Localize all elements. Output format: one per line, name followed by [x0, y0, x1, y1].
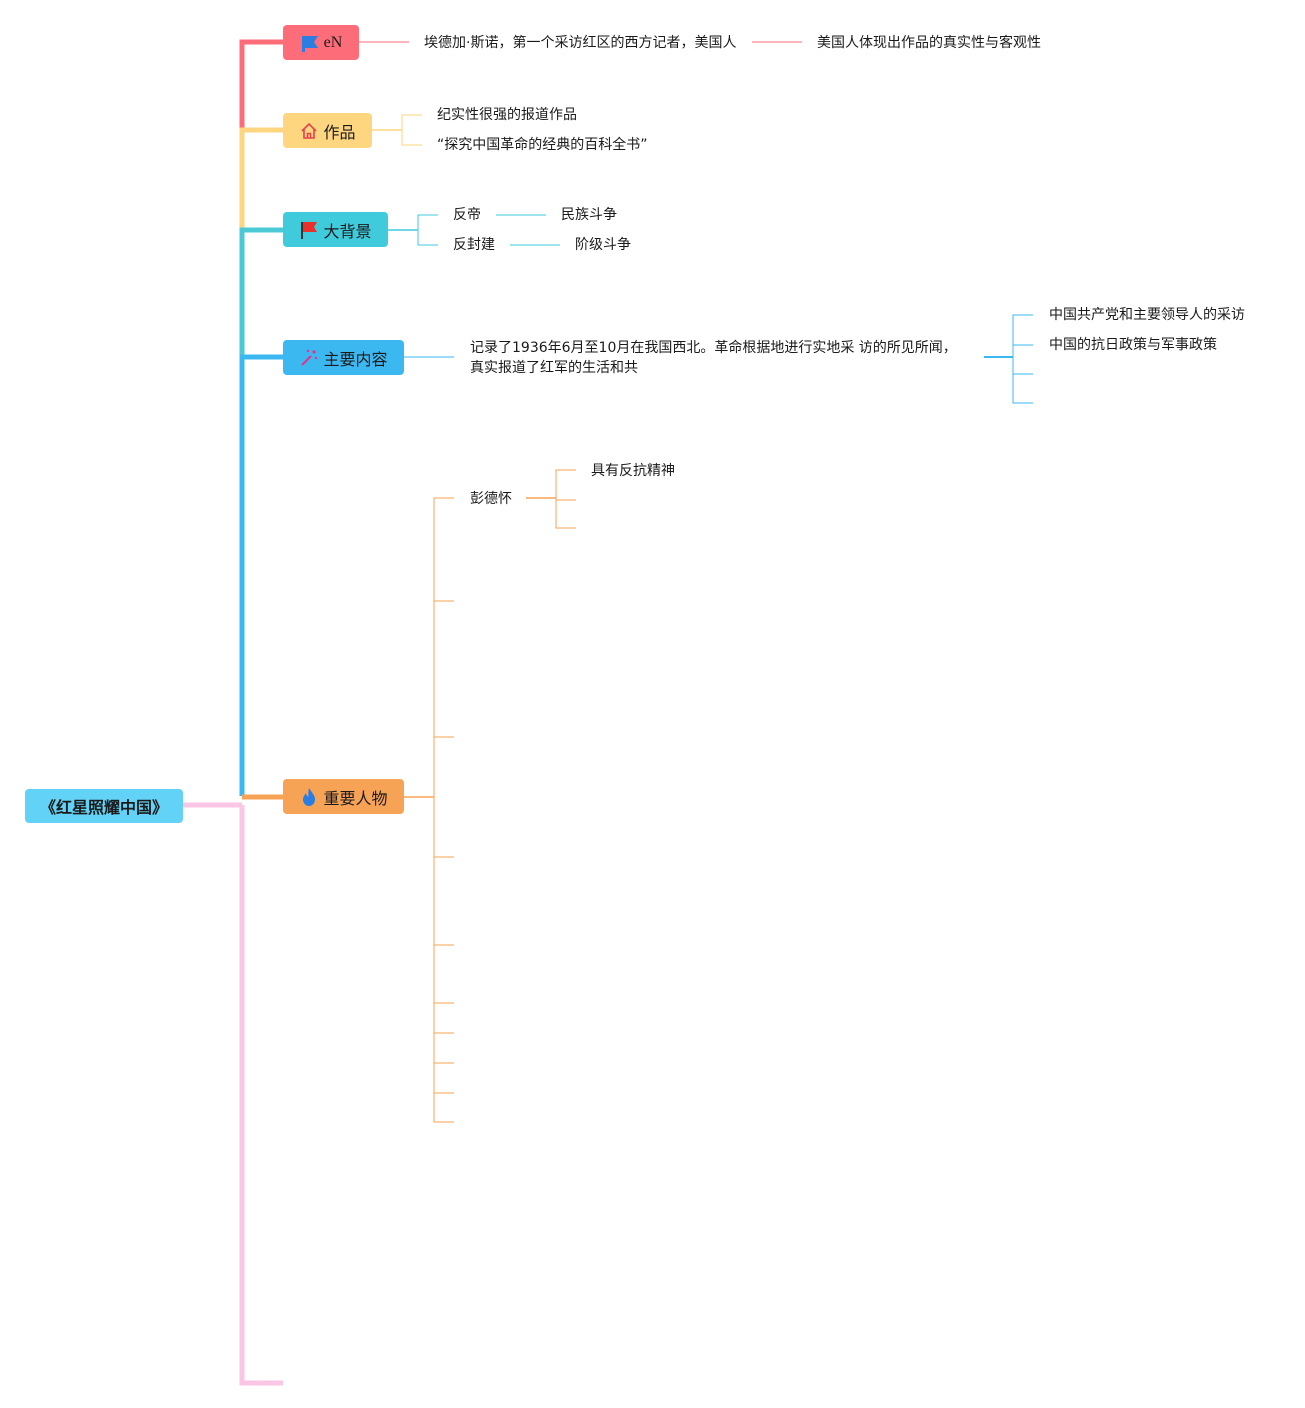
- spine-author: [239, 39, 283, 128]
- background-item-1[interactable]: 反帝: [453, 207, 481, 223]
- works-leaf-1[interactable]: 纪实性很强的报道作品: [437, 107, 577, 123]
- branch-author[interactable]: eN: [283, 25, 359, 60]
- sparkle-icon: [299, 348, 319, 368]
- background-item-2[interactable]: 反封建: [453, 237, 495, 253]
- root-node[interactable]: 《红星照耀中国》: [25, 789, 183, 823]
- branch-background-label: 大背景: [323, 221, 372, 241]
- flame-icon: [299, 787, 319, 807]
- branch-people-label: 重要人物: [323, 788, 388, 808]
- content-child-1[interactable]: 中国共产党和主要领导人的采访: [1049, 307, 1245, 323]
- people-bracket: [433, 497, 454, 1123]
- branch-author-label: eN: [323, 33, 343, 51]
- works-leaf-2[interactable]: “探究中国革命的经典的百科全书”: [437, 137, 648, 153]
- works-bracket: [401, 114, 422, 146]
- background-bracket: [417, 214, 438, 246]
- branch-works[interactable]: 作品: [283, 113, 372, 148]
- branch-content-label: 主要内容: [323, 349, 388, 369]
- branch-content[interactable]: 主要内容: [283, 340, 404, 375]
- content-leaf[interactable]: 记录了1936年6月至10月在我国西北。革命根据地进行实地采 访的所见所闻，真实…: [470, 340, 957, 376]
- spine-content: [239, 354, 283, 796]
- author-leaf-child[interactable]: 美国人体现出作品的真实性与客观性: [817, 35, 1041, 51]
- branch-works-label: 作品: [323, 122, 356, 142]
- person-trait[interactable]: 具有反抗精神: [591, 463, 675, 479]
- content-child-2[interactable]: 中国的抗日政策与军事政策: [1049, 337, 1217, 353]
- house-icon: [299, 121, 319, 141]
- person-peng-dehuai[interactable]: 彭德怀: [470, 491, 512, 507]
- spine-works: [239, 127, 283, 228]
- spine-extra: [239, 805, 283, 1386]
- branch-background[interactable]: 大背景: [283, 212, 388, 247]
- spine-background: [239, 227, 283, 356]
- background-item-2-child[interactable]: 阶级斗争: [575, 237, 631, 253]
- branch-people[interactable]: 重要人物: [283, 779, 404, 814]
- root-label: 《红星照耀中国》: [39, 798, 168, 817]
- author-leaf[interactable]: 埃德加·斯诺，第一个采访红区的西方记者，美国人: [424, 35, 737, 51]
- blue-flag-icon: [300, 33, 320, 53]
- person-bracket: [555, 469, 576, 529]
- background-item-1-child[interactable]: 民族斗争: [561, 207, 617, 223]
- content-bracket: [1012, 314, 1033, 404]
- red-flag-icon: [299, 220, 319, 240]
